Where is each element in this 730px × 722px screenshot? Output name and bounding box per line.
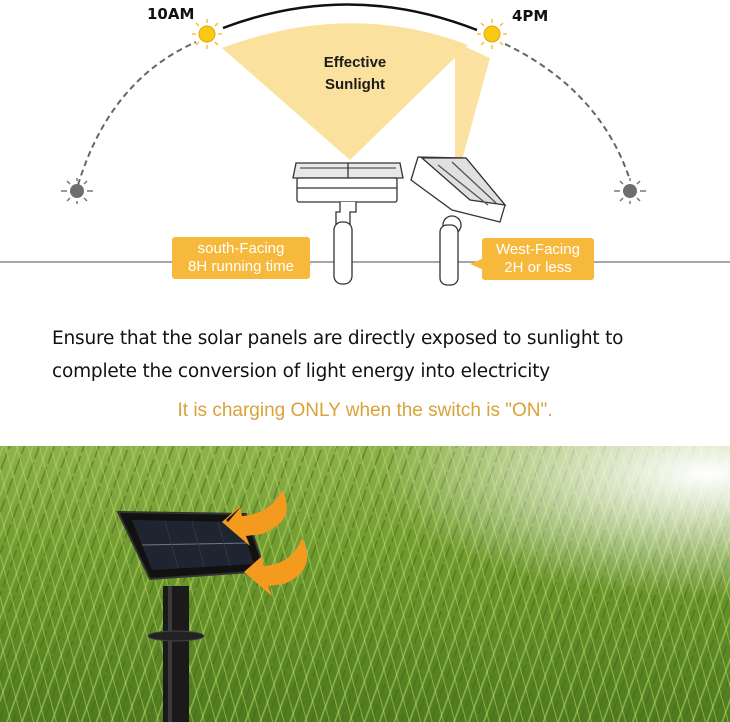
dim-sun-icon-left (61, 178, 93, 204)
effective-sunlight-label: Effective Sunlight (300, 52, 410, 96)
callout-west-pointer (470, 258, 484, 270)
sun-path-diagram: 10AM 4PM Effective Sunlight south-Facing… (0, 0, 730, 310)
effective-label-line1: Effective (323, 54, 387, 71)
callout-south-line2: 8H running time (188, 258, 294, 275)
main-instruction-text: Ensure that the solar panels are directl… (52, 322, 712, 388)
callout-west-line2: 2H or less (504, 259, 572, 276)
orange-arrow-icon-top (222, 490, 287, 546)
diagram-graphics (0, 3, 730, 286)
sunlight-flare (0, 446, 730, 722)
effective-label-line2: Sunlight (325, 76, 385, 93)
photo-graphics (0, 446, 730, 722)
sun-label-10am: 10AM (147, 5, 195, 23)
effective-sunlight-beam (222, 23, 468, 161)
callout-west-facing: West-Facing 2H or less (482, 238, 594, 280)
solar-panel-stake (147, 586, 205, 722)
sun-path-dashed-right (504, 43, 631, 181)
west-sunlight-beam (455, 42, 490, 160)
sun-path-solid (222, 3, 478, 32)
callout-south-line1: south-Facing (197, 240, 285, 257)
grass-photo (0, 446, 730, 722)
main-instruction-line2: complete the conversion of light energy … (52, 361, 551, 382)
sun-icon-10am (192, 19, 222, 49)
solar-panel-flat (292, 162, 404, 285)
callout-west-line1: West-Facing (496, 241, 580, 258)
sun-path-dashed-left (77, 41, 197, 186)
sun-label-4pm: 4PM (512, 7, 549, 25)
orange-arrow-icon-bottom (244, 538, 308, 596)
callout-south-facing: south-Facing 8H running time (172, 237, 310, 279)
dim-sun-icon-right (614, 178, 646, 204)
sun-icon-4pm (477, 19, 507, 49)
charging-note: It is charging ONLY when the switch is "… (177, 400, 553, 421)
solar-panel-photo (116, 510, 267, 581)
solar-panel-tilted (410, 156, 507, 286)
main-instruction-line1: Ensure that the solar panels are directl… (52, 328, 624, 349)
